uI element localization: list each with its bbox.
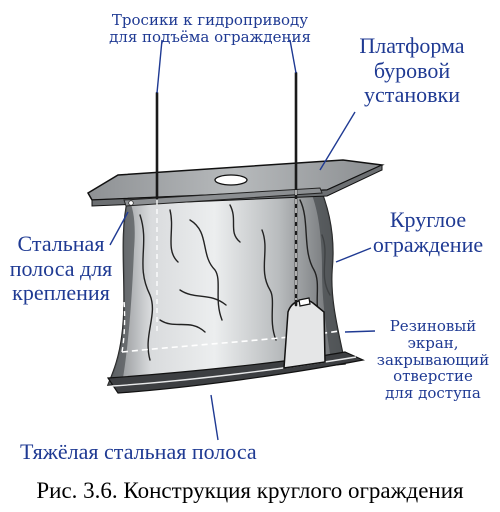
rubber-screen: [283, 299, 326, 369]
platform-hole: [214, 174, 248, 186]
label-steel-strip: Стальная полоса для крепления: [9, 231, 113, 306]
leader-round-fence: [335, 247, 372, 263]
steel-attachment-strip: [123, 187, 323, 207]
leader-cable-right: [289, 39, 297, 74]
label-rubber-screen: Резиновый экран, закрывающий отверстие д…: [376, 317, 490, 403]
label-cables: Тросики к гидроприводу для подъёма ограж…: [109, 11, 311, 46]
leader-platform: [319, 111, 356, 171]
figure-caption: Рис. 3.6. Конструкция круглого ограждени…: [36, 478, 464, 503]
leader-rubber-screen: [344, 330, 376, 333]
leader-steel-strip: [109, 211, 129, 246]
label-platform: Платформа буровой установки: [359, 33, 465, 108]
leader-heavy-strip: [210, 394, 219, 441]
label-round-fence: Круглое ограждение: [372, 207, 484, 257]
label-heavy-strip: Тяжёлая стальная полоса: [20, 439, 257, 464]
leader-cable-left: [156, 39, 163, 94]
